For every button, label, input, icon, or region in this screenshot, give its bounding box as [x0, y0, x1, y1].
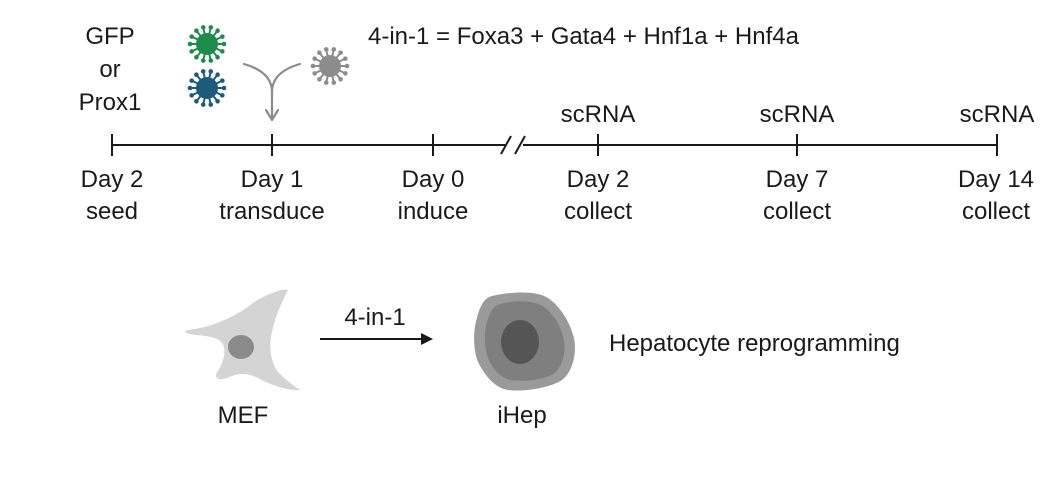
day-label-seed: Day 2 — [81, 166, 144, 193]
construct-gfp-label: GFP — [85, 23, 134, 50]
mef-label: MEF — [218, 402, 269, 429]
day-label-collect-day2: Day 2 — [567, 166, 630, 193]
virus-icon-blue — [187, 69, 227, 107]
action-label-collect-day2: collect — [564, 198, 632, 225]
action-label-collect-day7: collect — [763, 198, 831, 225]
conversion-arrow — [320, 333, 433, 345]
process-label: Hepatocyte reprogramming — [609, 330, 900, 357]
scrna-label-day2: scRNA — [561, 101, 636, 128]
scrna-label-day7: scRNA — [760, 101, 835, 128]
conversion-arrow-label: 4-in-1 — [344, 304, 405, 331]
formula-text: 4-in-1 = Foxa3 + Gata4 + Hnf1a + Hnf4a — [368, 23, 800, 50]
ihep-label: iHep — [497, 402, 546, 429]
construct-labels: GFP or Prox1 — [79, 23, 142, 116]
day-label-collect-day14: Day 14 — [958, 166, 1034, 193]
ihep-cell-icon — [474, 292, 575, 391]
day-label-induce: Day 0 — [402, 166, 465, 193]
action-label-induce: induce — [398, 198, 469, 225]
day-label-collect-day7: Day 7 — [766, 166, 829, 193]
scrna-label-day14: scRNA — [960, 101, 1035, 128]
construct-prox1-label: Prox1 — [79, 89, 142, 116]
timeline-ticks — [111, 134, 998, 156]
mef-cell-icon — [185, 289, 300, 391]
virus-icon-green — [187, 25, 227, 63]
action-label-transduce: transduce — [219, 198, 324, 225]
merge-arrow-icon — [242, 62, 302, 122]
construct-or-label: or — [99, 56, 120, 83]
axis-break-icon — [500, 135, 526, 155]
action-label-seed: seed — [86, 198, 138, 225]
action-label-collect-day14: collect — [962, 198, 1030, 225]
day-label-transduce: Day 1 — [241, 166, 304, 193]
virus-icon-gray — [310, 47, 350, 85]
